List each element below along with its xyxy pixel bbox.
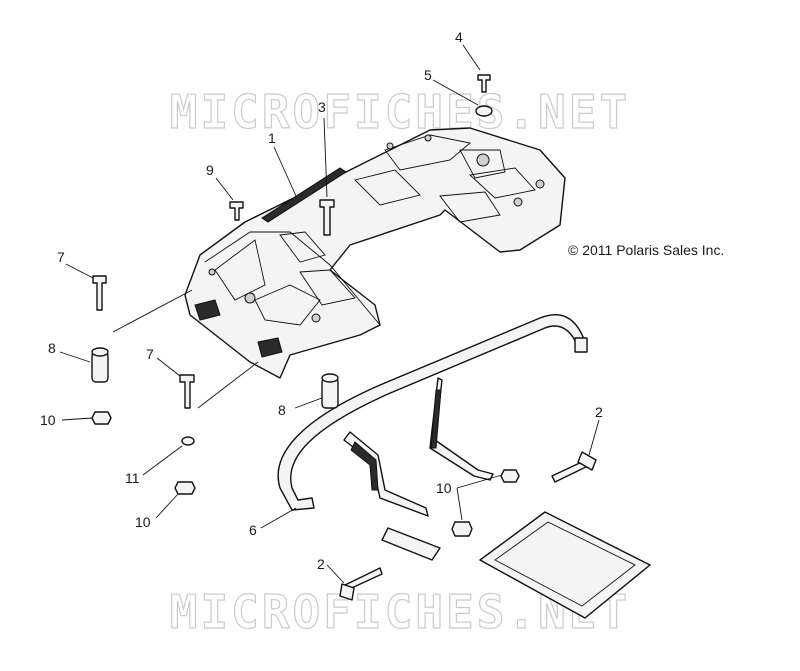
callout-11: 11 (125, 470, 140, 486)
callout-8b: 8 (278, 402, 286, 418)
leader-lines (59, 44, 600, 584)
callout-8a: 8 (48, 340, 56, 356)
watermark-top: MICROFICHES.NET (169, 84, 631, 139)
callout-3: 3 (318, 99, 326, 115)
callout-9: 9 (206, 162, 214, 178)
rear-rack-part (184, 127, 566, 379)
callout-10a: 10 (40, 412, 56, 428)
callout-7b: 7 (146, 346, 154, 362)
callout-2a: 2 (595, 404, 603, 420)
callout-2b: 2 (317, 556, 325, 572)
callout-1: 1 (268, 130, 276, 146)
callout-10c: 10 (436, 480, 452, 496)
copyright-notice: © 2011 Polaris Sales Inc. (568, 242, 725, 258)
callout-7a: 7 (57, 249, 65, 265)
callout-6: 6 (249, 522, 257, 538)
callout-10b: 10 (135, 514, 151, 530)
callout-4: 4 (455, 29, 463, 45)
mounting-plate (381, 511, 651, 619)
fasteners (91, 74, 597, 601)
callout-5: 5 (424, 67, 432, 83)
rear-rail-part (277, 313, 588, 517)
